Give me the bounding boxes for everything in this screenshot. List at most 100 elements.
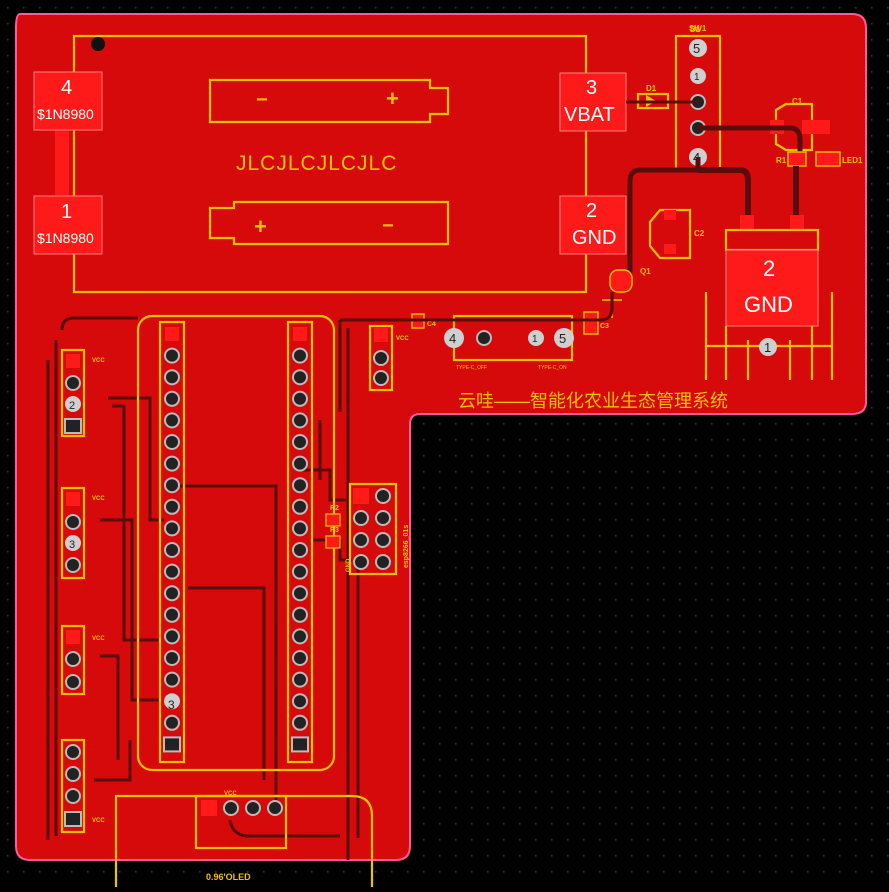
- battery-pad-2-gnd[interactable]: 2 GND: [559, 195, 627, 255]
- mcu-pin[interactable]: [164, 585, 180, 602]
- battery-pad-bridge: [55, 120, 69, 206]
- svg-text:VCC: VCC: [92, 358, 105, 364]
- mcu-pin[interactable]: [164, 369, 180, 386]
- mcu-pin[interactable]: [164, 693, 180, 710]
- oled-display: VCC 0.96'OLED: [114, 791, 374, 887]
- mcu-pin[interactable]: [164, 542, 180, 558]
- esp-label: esp8266_01s: [403, 525, 410, 568]
- svg-text:4: 4: [449, 331, 456, 346]
- mcu-pin[interactable]: [165, 327, 179, 341]
- svg-text:C3: C3: [600, 323, 609, 330]
- mcu-pin[interactable]: [292, 628, 308, 645]
- svg-text:1: 1: [764, 340, 771, 355]
- svg-text:TYPE-C_ON: TYPE-C_ON: [538, 365, 567, 371]
- battery-pad-3-vbat[interactable]: 3 VBAT: [559, 72, 627, 132]
- mcu-pin[interactable]: [292, 671, 308, 688]
- mcu-pin[interactable]: [292, 455, 308, 472]
- svg-text:5: 5: [559, 331, 566, 346]
- battery-center-text: JLCJLCJLCJLC: [236, 152, 397, 175]
- sensor-connector-3[interactable]: VCC: [60, 624, 105, 696]
- mcu-pin[interactable]: [292, 477, 308, 494]
- cell-bottom-plus: +: [254, 214, 267, 239]
- svg-text:4: 4: [61, 77, 72, 99]
- board-outline: [15, 13, 867, 861]
- aux-connector[interactable]: VCC: [368, 324, 409, 392]
- esp8266-header[interactable]: esp8266_01s GND: [346, 482, 410, 576]
- svg-text:Q1: Q1: [640, 267, 651, 276]
- mcu-pin[interactable]: [291, 736, 309, 753]
- svg-text:C4: C4: [427, 321, 436, 328]
- mcu-pin[interactable]: [164, 628, 180, 645]
- svg-text:2: 2: [586, 200, 597, 222]
- mcu-pin[interactable]: [292, 650, 308, 666]
- svg-text:VCC: VCC: [92, 636, 105, 642]
- mcu-module: 3: [136, 314, 336, 772]
- mcu-pin[interactable]: [292, 369, 308, 386]
- svg-text:1: 1: [694, 72, 700, 83]
- mcu-pin[interactable]: [164, 390, 180, 407]
- mounting-hole: [91, 37, 105, 51]
- cell-bottom-minus: −: [382, 215, 394, 237]
- mcu-pin[interactable]: [292, 520, 308, 537]
- capacitor-c2: C2: [648, 208, 705, 260]
- mcu-pin[interactable]: [164, 477, 180, 494]
- battery-pad-1[interactable]: 1 $1N8980: [33, 195, 103, 255]
- sensor-connector-1[interactable]: 2 VCC: [60, 348, 105, 438]
- type-c-switch[interactable]: 4 1 5 TYPE-C_OFF TYPE-C_ON: [444, 314, 574, 371]
- mcu-pin[interactable]: [163, 736, 181, 753]
- battery-holder: − + JLCJLCJLCJLC + −: [72, 34, 588, 294]
- svg-text:GND: GND: [572, 227, 616, 249]
- mcu-pin[interactable]: [164, 347, 180, 364]
- mcu-pin[interactable]: [164, 714, 180, 731]
- sensor-connector-2[interactable]: 3 VCC: [60, 486, 105, 580]
- mcu-pin[interactable]: [164, 498, 180, 515]
- regulator-pad-2-gnd[interactable]: 2 GND: [724, 215, 820, 327]
- svg-text:$1N8980: $1N8980: [37, 106, 94, 122]
- mcu-pin[interactable]: [292, 498, 308, 515]
- mcu-pin[interactable]: [292, 714, 308, 731]
- svg-text:1: 1: [532, 334, 538, 345]
- oled-header[interactable]: [201, 800, 283, 816]
- svg-text:2: 2: [69, 400, 75, 412]
- mcu-pin[interactable]: [164, 606, 180, 623]
- mcu-pin[interactable]: [293, 327, 307, 341]
- mcu-pin[interactable]: [164, 434, 180, 450]
- signal-traces: [46, 316, 360, 860]
- cell-top-minus: −: [256, 89, 268, 111]
- mcu-left-header[interactable]: [163, 327, 181, 753]
- svg-text:1: 1: [61, 201, 72, 223]
- battery-cell-bottom: [208, 200, 450, 246]
- mcu-pin[interactable]: [292, 693, 308, 710]
- mcu-pin[interactable]: [292, 542, 308, 558]
- mcu-pin[interactable]: [292, 434, 308, 450]
- led-led1: LED1: [815, 151, 863, 167]
- esp-gnd-label: GND: [346, 558, 352, 572]
- svg-text:3: 3: [586, 77, 597, 99]
- mcu-pin[interactable]: [164, 563, 180, 580]
- svg-text:$1N8980: $1N8980: [37, 230, 94, 246]
- mcu-pin[interactable]: [164, 650, 180, 666]
- battery-pad-4[interactable]: 4 $1N8980: [33, 71, 103, 131]
- svg-text:C2: C2: [694, 229, 705, 238]
- svg-text:VCC: VCC: [92, 818, 105, 824]
- mcu-pin[interactable]: [292, 390, 308, 407]
- mcu-pin[interactable]: [292, 347, 308, 364]
- svg-text:D1: D1: [646, 84, 657, 93]
- mcu-pin[interactable]: [292, 606, 308, 623]
- mcu-pin[interactable]: [292, 412, 308, 429]
- mcu-pin[interactable]: [164, 455, 180, 472]
- sensor-connector-4[interactable]: VCC: [60, 738, 105, 834]
- cell-top-plus: +: [386, 86, 399, 111]
- mcu-pin[interactable]: [164, 412, 180, 429]
- sw1-label: SW1: [689, 24, 707, 33]
- mcu-right-header[interactable]: [291, 327, 309, 753]
- mcu-pin[interactable]: [164, 671, 180, 688]
- svg-text:3: 3: [69, 539, 75, 551]
- svg-text:VBAT: VBAT: [564, 104, 615, 126]
- mcu-pin-label: 3: [168, 698, 175, 712]
- mcu-pin[interactable]: [292, 563, 308, 580]
- mcu-pin[interactable]: [164, 520, 180, 537]
- board-title: 云哇——智能化农业生态管理系统: [458, 391, 728, 411]
- mcu-pin[interactable]: [292, 585, 308, 602]
